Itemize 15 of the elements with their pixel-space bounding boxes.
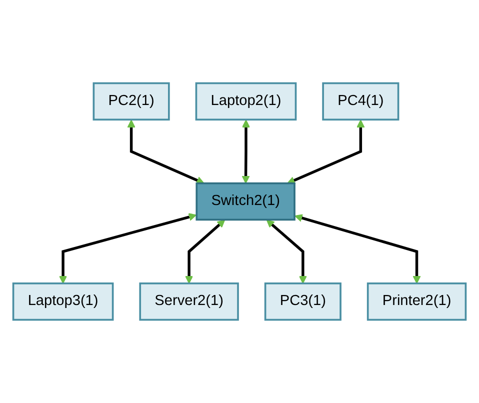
node-box: Printer2(1)	[366, 282, 467, 321]
arrow	[266, 220, 307, 284]
node-box: Laptop3(1)	[12, 282, 114, 321]
arrow	[185, 220, 226, 284]
arrow	[287, 120, 365, 184]
node-box: PC4(1)	[322, 82, 400, 121]
arrow	[59, 213, 197, 284]
arrow	[294, 214, 421, 284]
node-box: Laptop2(1)	[195, 82, 297, 121]
arrow	[127, 120, 204, 184]
arrow	[242, 120, 250, 184]
node-box: PC3(1)	[264, 282, 342, 321]
node-box: Switch2(1)	[196, 182, 296, 221]
node-box: Server2(1)	[139, 282, 239, 321]
node-box: PC2(1)	[92, 82, 170, 121]
